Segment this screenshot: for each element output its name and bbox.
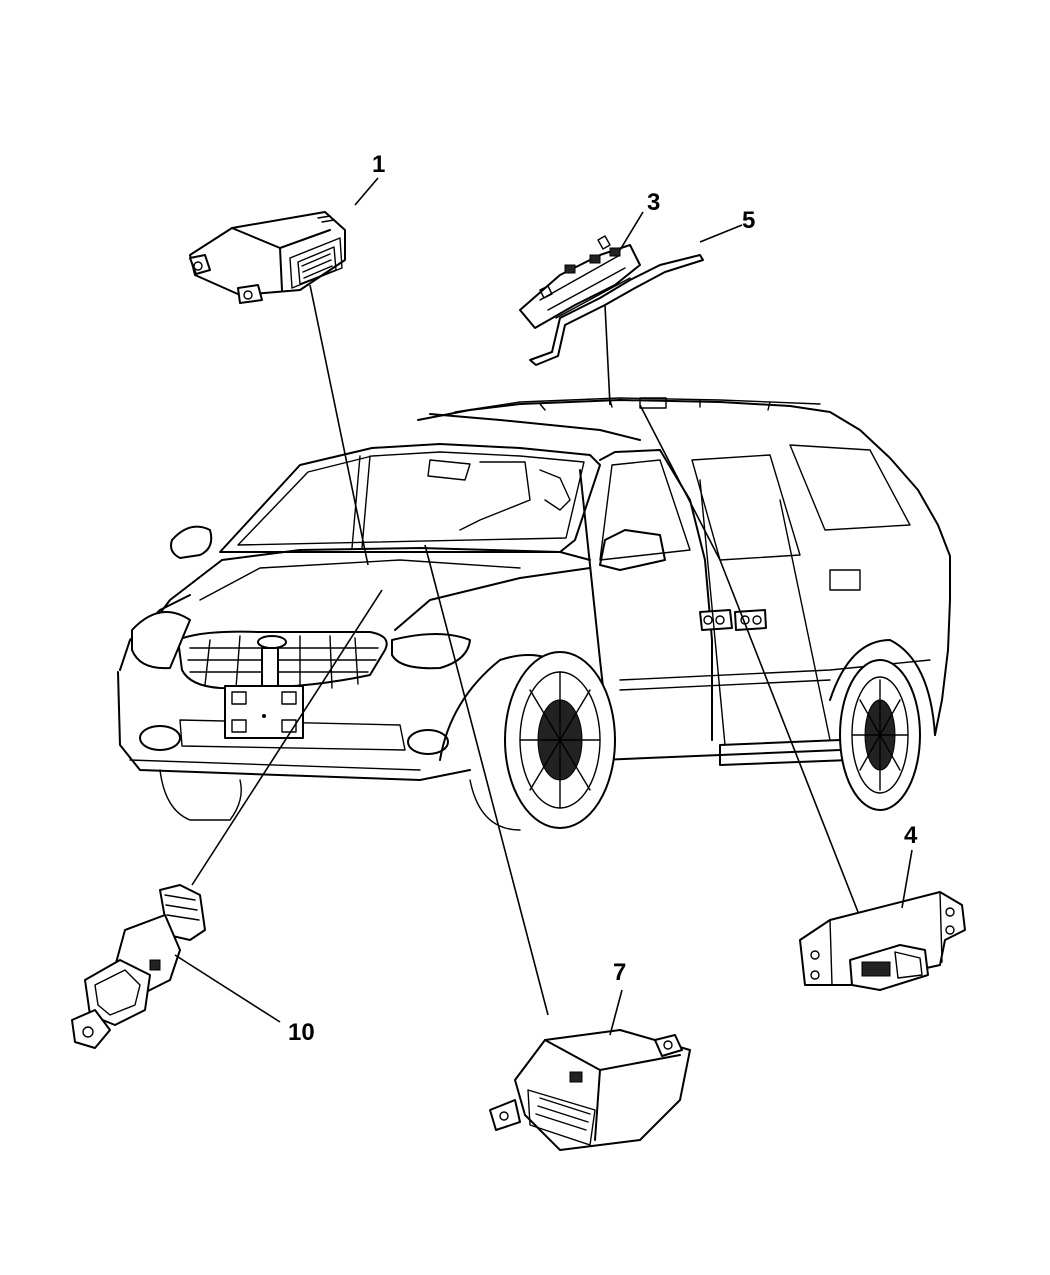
minivan-illustration [117, 397, 951, 831]
callout-10: 10 [288, 1019, 315, 1046]
part-7-module [489, 1029, 691, 1151]
callout-3: 3 [647, 189, 660, 216]
callout-7: 7 [613, 959, 626, 986]
callout-1: 1 [372, 151, 385, 178]
part-3-5-sensor-bracket [519, 235, 704, 366]
callout-4: 4 [904, 822, 918, 849]
part-10-impact-sensor [71, 884, 206, 1049]
part-1-control-module [189, 211, 346, 304]
part-4-side-sensor [799, 891, 966, 991]
leader-lines [174, 177, 913, 1036]
callout-5: 5 [742, 207, 755, 234]
